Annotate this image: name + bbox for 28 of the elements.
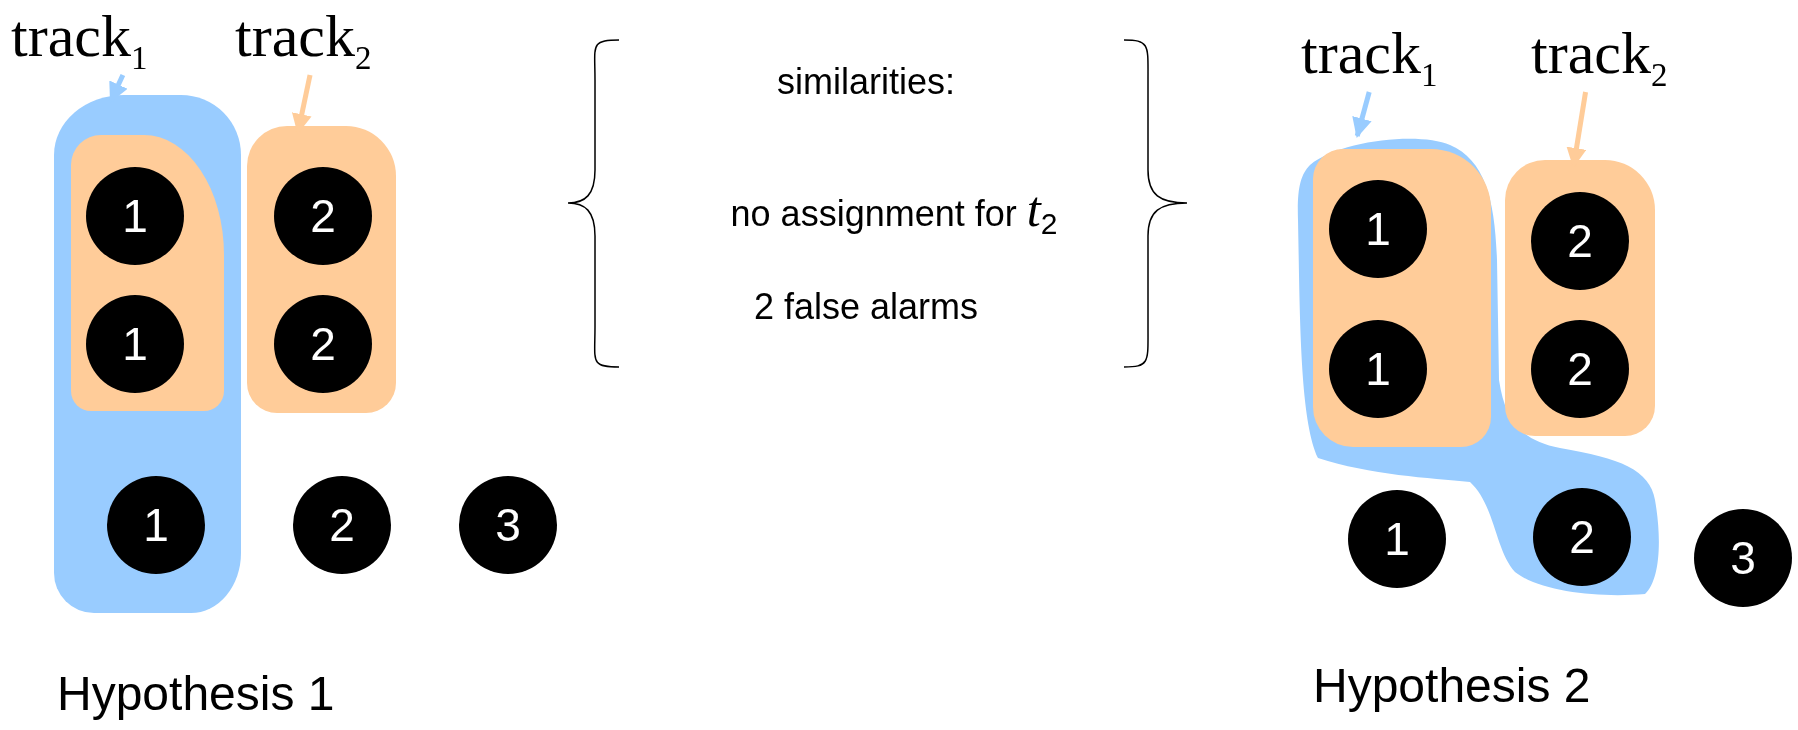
measurement-dot: 1 (1329, 320, 1427, 418)
hypothesis-caption: Hypothesis 1 (57, 668, 335, 721)
track-region (54, 95, 241, 613)
measurement-dot: 1 (1329, 180, 1427, 278)
track-label: track$_{1}$ (1301, 23, 1438, 92)
note-text: similarities: (777, 62, 955, 102)
measurement-dot: 2 (1531, 192, 1629, 290)
measurement-dot: 2 (274, 167, 372, 265)
measurement-dot: 3 (1694, 509, 1792, 607)
note-text: no assignment for t$_{2}$ (730, 182, 1058, 241)
measurement-dot: 2 (274, 295, 372, 393)
measurement-dot: 2 (1531, 320, 1629, 418)
hypothesis-caption: Hypothesis 2 (1313, 660, 1591, 713)
measurement-dot: 1 (1348, 490, 1446, 588)
track-label: track$_{2}$ (1531, 23, 1668, 92)
leader-arrow (1352, 91, 1372, 138)
track-region (71, 135, 224, 411)
track-region (1313, 149, 1491, 447)
measurement-dot: 1 (86, 295, 184, 393)
track-region (247, 126, 396, 413)
track-label: track$_{2}$ (235, 6, 372, 75)
note-text: 2 false alarms (753, 287, 979, 327)
track-region (1505, 160, 1655, 436)
measurement-dot: 1 (86, 167, 184, 265)
measurement-dot: 1 (107, 476, 205, 574)
measurement-dot: 3 (459, 476, 557, 574)
track-label: track$_{1}$ (11, 6, 148, 75)
measurement-dot: 2 (293, 476, 391, 574)
